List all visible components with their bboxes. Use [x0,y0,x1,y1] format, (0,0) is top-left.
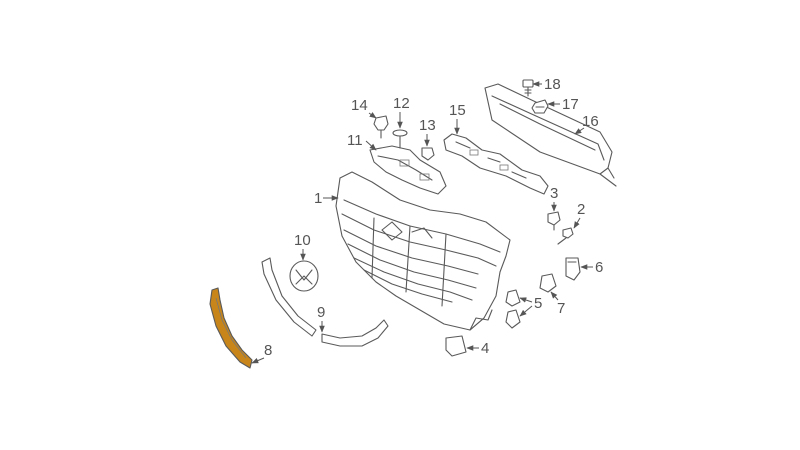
callout-15: 15 [449,102,466,135]
callout-6: 6 [580,259,603,276]
part-13-retainer [421,147,435,161]
part-8-highlighted-molding [209,287,253,369]
callout-9-label: 9 [317,304,325,321]
callout-8: 8 [251,342,272,364]
callout-16: 16 [574,113,599,135]
callout-3-label: 3 [550,185,558,202]
part-18-bolt [522,79,534,97]
callout-6-label: 6 [595,259,603,276]
callout-2-label: 2 [577,201,585,218]
callout-4: 4 [466,340,489,357]
callout-14: 14 [351,97,377,119]
callout-15-label: 15 [449,102,466,119]
callout-16-label: 16 [582,113,599,130]
part-1-main-grille [335,171,511,331]
callout-5-label: 5 [534,295,542,312]
part-16-upper-frame [484,83,617,187]
callout-11-label: 11 [347,132,363,149]
part-5-side-brackets [505,289,521,329]
callout-18: 18 [532,76,561,93]
callout-12: 12 [393,95,410,129]
callout-17: 17 [547,96,579,113]
callout-12-label: 12 [393,95,410,112]
part-17-nut [531,99,549,114]
part-15-upper-bracket [443,133,549,195]
part-4-plate [445,335,467,357]
callout-9: 9 [317,304,325,333]
callout-3: 3 [550,185,558,212]
callout-14-label: 14 [351,97,368,114]
callout-18-label: 18 [544,76,561,93]
part-7-clip-bracket [539,273,557,293]
callout-10: 10 [294,232,311,261]
callout-4-label: 4 [481,340,489,357]
callout-1: 1 [314,190,339,207]
part-11-support-bracket [369,145,447,195]
part-3-bolt [547,211,561,231]
part-12-push-pin [392,129,408,149]
part-14-clip [373,115,389,139]
callout-5: 5 [519,295,542,317]
part-2-screw [557,227,574,245]
callout-10-label: 10 [294,232,311,249]
callout-8-label: 8 [264,342,272,359]
part-9-lower-moldings [261,257,389,347]
callout-11: 11 [347,132,377,151]
part-10-emblem [289,260,319,292]
callout-2: 2 [573,201,585,229]
callout-1-label: 1 [314,190,322,207]
callout-7: 7 [550,291,565,317]
callout-13-label: 13 [419,117,436,134]
callout-7-label: 7 [557,300,565,317]
callout-17-label: 17 [562,96,579,113]
part-6-bracket [565,257,581,281]
callout-13: 13 [419,117,436,147]
